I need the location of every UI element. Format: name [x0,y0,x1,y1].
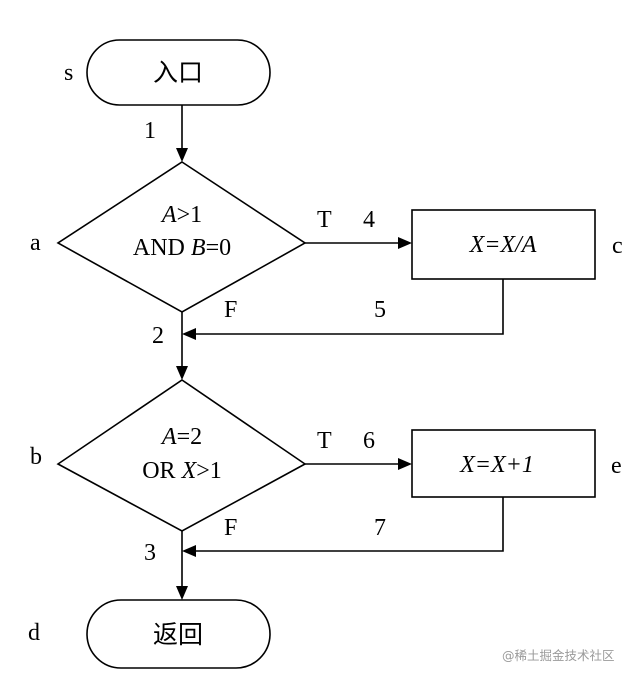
start-text: 入口 [153,58,203,87]
start-terminal [86,39,271,106]
process-c [411,209,596,280]
edge-label-3: 3 [144,540,156,566]
arrowhead [176,586,188,600]
edge-e-to-merge [196,497,504,552]
decision-b-line2: OR X>1 [142,458,222,484]
arrowhead [182,545,196,557]
edge-label-2: 2 [152,323,164,349]
edge-label-7: 7 [374,515,386,541]
process-e-text: X=X+1 [459,452,534,478]
arrowhead [398,237,412,249]
branch-a-false: F [224,297,237,323]
arrowhead [182,328,196,340]
edge-label-6: 6 [363,428,375,454]
edge-label-1: 1 [144,118,156,144]
process-c-text: X=X/A [469,232,537,258]
edge-c-to-merge [196,279,504,335]
decision-a-line1: A>1 [160,202,202,228]
arrowhead [176,148,188,162]
decision-b-line1: A=2 [160,424,202,450]
branch-a-true: T [317,207,332,233]
edge-label-5: 5 [374,297,386,323]
branch-b-false: F [224,515,237,541]
process-c-node-label: c [612,233,623,259]
end-text: 返回 [153,620,203,649]
edge-label-4: 4 [363,207,375,233]
decision-b [56,379,307,532]
end-node-label: d [28,620,40,646]
decision-a-node-label: a [30,230,41,256]
decision-b-node-label: b [30,444,42,470]
branch-b-true: T [317,428,332,454]
watermark: @稀土掘金技术社区 [502,648,615,663]
arrowhead [398,458,412,470]
decision-a [56,161,307,313]
decision-a-line2: AND B=0 [133,235,231,261]
process-e-node-label: e [611,453,622,479]
arrowhead [176,366,188,380]
process-e [411,429,596,498]
end-terminal [86,599,271,669]
start-node-label: s [64,60,73,86]
